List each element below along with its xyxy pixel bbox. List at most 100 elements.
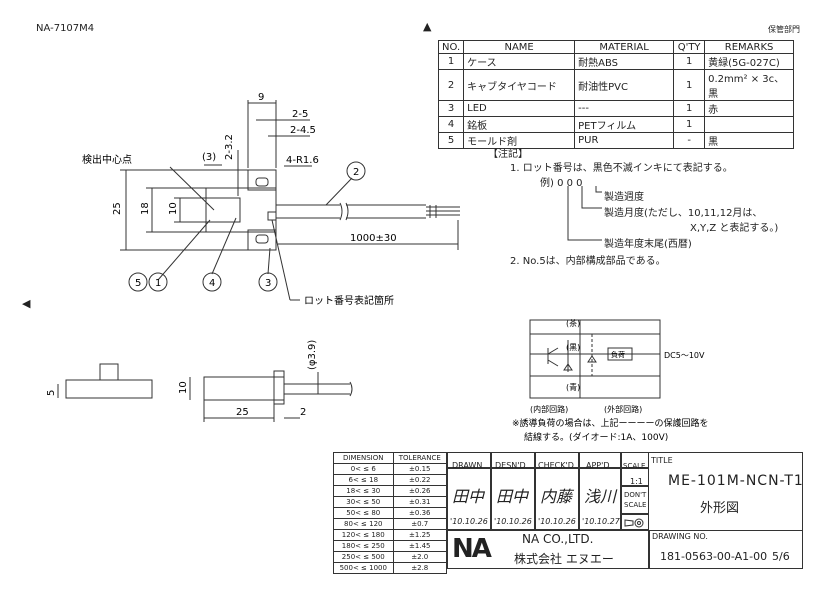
- voltage-label: DC5〜10V: [664, 351, 705, 360]
- appd-cell: APP'D: [579, 452, 621, 470]
- lot-number-leaders: [567, 186, 602, 241]
- bom-cell: 4: [437, 116, 465, 133]
- tol-dim: 180< ≤ 250: [333, 540, 394, 552]
- end-view-base: [65, 379, 153, 399]
- bom-cell: キャブタイヤコード: [463, 69, 576, 101]
- center-point-leader: [169, 166, 215, 211]
- drawn-signature: 田中: [452, 487, 485, 506]
- dim-5-label: 5: [46, 390, 57, 396]
- dim-2-4.5-label: 2-4.5: [290, 125, 316, 136]
- note-1: 1. ロット番号は、黒色不滅インキにて表記する。: [510, 163, 733, 174]
- dim-10b-label: 10: [178, 381, 189, 394]
- dim-25b-label: 25: [236, 407, 249, 418]
- note-year: 製造年度末尾(西暦): [604, 239, 692, 250]
- callout-3-text: 3: [265, 278, 271, 289]
- drawing-number: 181-0563-00-A1-00: [660, 550, 768, 563]
- end-view-top: [99, 363, 119, 381]
- tol-dim: 50< ≤ 80: [333, 507, 394, 519]
- dont-scale-cell: DON'T SCALE: [621, 486, 649, 514]
- tol-val: ±1.45: [392, 540, 448, 552]
- mount-tab-bottom: [247, 229, 277, 251]
- company-logo: NA: [452, 534, 492, 564]
- desnd-sign-cell: 田中 '10.10.26: [491, 468, 535, 530]
- load-label: 負荷: [611, 350, 625, 359]
- dim-r1.6-label: 4-R1.6: [286, 155, 319, 166]
- desnd-signature: 田中: [496, 487, 529, 506]
- note-2: 2. No.5は、内部構成部品である。: [510, 256, 666, 267]
- projection-cell: [621, 514, 649, 530]
- dim-25-label: 25: [112, 202, 123, 215]
- drawn-date: '10.10.26: [450, 517, 488, 526]
- sheet-number: 5/6: [772, 550, 790, 563]
- mount-tab-top: [247, 169, 277, 191]
- tol-val: ±2.0: [392, 551, 448, 563]
- tol-dim: 18< ≤ 30: [333, 485, 394, 497]
- led-window: [267, 211, 277, 221]
- center-mark-top: ▲: [423, 20, 432, 33]
- bom-cell: 2: [437, 69, 465, 101]
- tol-dim: 0< ≤ 6: [333, 463, 394, 475]
- mount-hole-bottom: [255, 234, 269, 244]
- cable-break: [339, 202, 349, 221]
- sensor-body-outline: [205, 187, 277, 233]
- callout-3-circle: [258, 272, 278, 292]
- tol-dim: 80< ≤ 120: [333, 518, 394, 530]
- zener-symbol: [563, 363, 573, 371]
- bom-cell: 5: [437, 132, 465, 149]
- outer-circuit-label: (外部回路): [604, 404, 642, 414]
- callout-4-text: 4: [209, 278, 215, 289]
- scale-value-cell: 1:1: [621, 468, 649, 486]
- tol-dim: 500< ≤ 1000: [333, 562, 394, 574]
- center-mark-left: ◀: [22, 297, 31, 310]
- side-view-tab: [273, 370, 285, 405]
- circuit-note-2: 結線する。(ダイオード:1A、100V): [524, 431, 668, 443]
- callout-2-leader: [325, 177, 353, 206]
- bom-cell: PUR: [574, 132, 675, 149]
- dim-2-5-label: 2-5: [292, 109, 308, 120]
- company-name-en: NA CO.,LTD.: [522, 532, 594, 546]
- dim-18-label: 18: [140, 202, 151, 215]
- doc-code: NA-7107M4: [36, 23, 95, 34]
- callout-1-circle: [148, 272, 168, 292]
- dim-10-label: 10: [168, 202, 179, 215]
- dont-label: DON'T: [624, 491, 647, 499]
- tol-val: ±2.8: [392, 562, 448, 574]
- tol-dim: 120< ≤ 180: [333, 529, 394, 541]
- dept-label: 保管部門: [768, 25, 800, 34]
- checkd-sign-cell: 内藤 '10.10.26: [535, 468, 579, 530]
- scale2-label: SCALE: [624, 501, 647, 509]
- note-example: 例) 0 0 0: [540, 178, 583, 189]
- dim-3-label: (3): [202, 152, 216, 163]
- note-week: 製造週度: [604, 192, 644, 203]
- circuit-frame: [529, 319, 661, 399]
- wire-blue-label: (青): [566, 382, 580, 392]
- dim-2-3.2-label: 2-3.2: [224, 134, 235, 160]
- lot-position-leader: [271, 219, 291, 301]
- appd-sign-cell: 浅川 '10.10.27: [579, 468, 621, 530]
- title-label: TITLE: [651, 456, 673, 465]
- callout-2-text: 2: [353, 167, 359, 178]
- company-name-jp: 株式会社 エヌエー: [514, 552, 614, 566]
- drawing-subtitle: 外形図: [700, 501, 740, 516]
- tol-val: ±1.25: [392, 529, 448, 541]
- tol-val: ±0.26: [392, 485, 448, 497]
- bom-row: 4 銘板 PETフィルム 1: [437, 116, 794, 133]
- tol-val: ±0.15: [392, 463, 448, 475]
- tol-dim: 30< ≤ 50: [333, 496, 394, 508]
- bom-cell: 0.2mm² × 3c、黒: [704, 69, 794, 101]
- transistor-symbol: [547, 347, 559, 367]
- dim-2-label: 2: [300, 407, 306, 418]
- diode-symbol: [587, 355, 597, 363]
- projection-icon: [624, 518, 644, 528]
- drawn-cell: DRAWN: [447, 452, 491, 470]
- wire-brown-label: (茶): [566, 318, 580, 328]
- inner-circuit-label: (内部回路): [530, 404, 568, 414]
- appd-date: '10.10.27: [582, 517, 620, 526]
- tol-header: DIMENSION: [333, 452, 394, 464]
- bom-row: 1 ケース 耐熱ABS 1 黄緑(5G-027C): [437, 53, 794, 70]
- callout-2-circle: [346, 161, 366, 181]
- strip-break: [429, 205, 437, 218]
- callout-5-circle: [128, 272, 148, 292]
